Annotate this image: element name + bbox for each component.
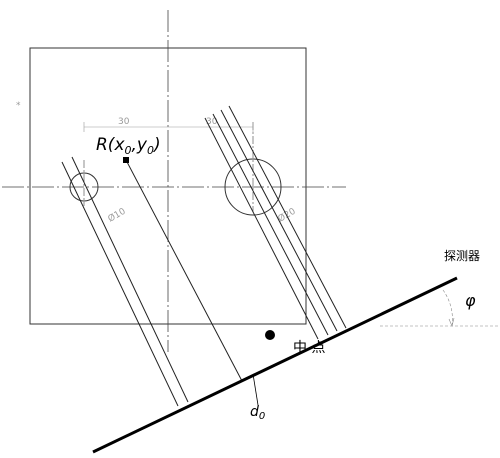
dim-diameter-small: Ø10	[106, 206, 128, 225]
dim-label-right: 30	[206, 117, 218, 127]
midpoint-label: 中 点	[293, 340, 325, 356]
angle-marker: *	[16, 101, 21, 111]
ray-from-r	[125, 159, 243, 382]
phi-label: φ	[465, 291, 476, 310]
ray-large-2	[212, 113, 329, 336]
angle-arc	[442, 289, 453, 327]
ray-large-1	[204, 117, 319, 340]
large-hole-circle	[224, 158, 282, 216]
ray-small-2	[71, 156, 189, 403]
midpoint-dot	[265, 330, 275, 340]
d0-label: d0	[250, 404, 265, 422]
dim-label-left: 30	[118, 117, 130, 127]
detector-label: 探测器	[444, 249, 480, 263]
angle-arrow	[448, 317, 455, 327]
detector-line	[92, 276, 458, 454]
ray-large-3	[220, 109, 338, 332]
ray-large-4	[228, 105, 347, 329]
ray-small-1	[61, 161, 179, 407]
r-point-label: R(x0,y0)	[96, 135, 161, 157]
d0-pointer	[252, 373, 259, 406]
r-point-marker	[123, 157, 129, 163]
small-hole-circle	[69, 172, 99, 202]
